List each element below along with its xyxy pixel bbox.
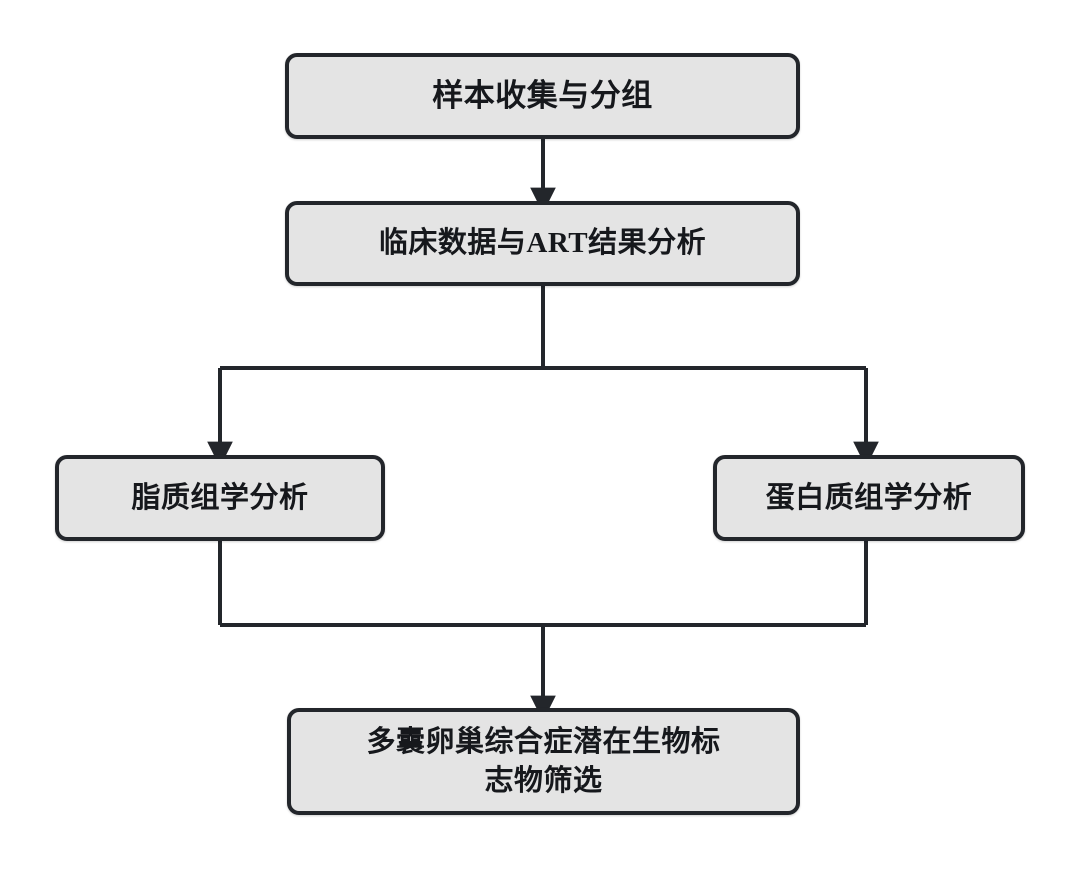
node-biomarker-screening[interactable]: 多囊卵巢综合症潜在生物标 志物筛选 [287, 708, 800, 815]
node-proteomics-analysis[interactable]: 蛋白质组学分析 [713, 455, 1025, 541]
node-clinical-art-analysis[interactable]: 临床数据与ART结果分析 [285, 201, 800, 286]
node-clinical-art-analysis-label: 临床数据与ART结果分析 [378, 227, 707, 260]
node-proteomics-analysis-label: 蛋白质组学分析 [765, 481, 973, 514]
node-lipidomics-analysis-label: 脂质组学分析 [131, 481, 309, 514]
node-biomarker-screening-label: 多囊卵巢综合症潜在生物标 志物筛选 [366, 726, 721, 797]
node-sample-collection-label: 样本收集与分组 [432, 77, 653, 113]
node-sample-collection[interactable]: 样本收集与分组 [285, 53, 800, 139]
node-lipidomics-analysis[interactable]: 脂质组学分析 [55, 455, 385, 541]
